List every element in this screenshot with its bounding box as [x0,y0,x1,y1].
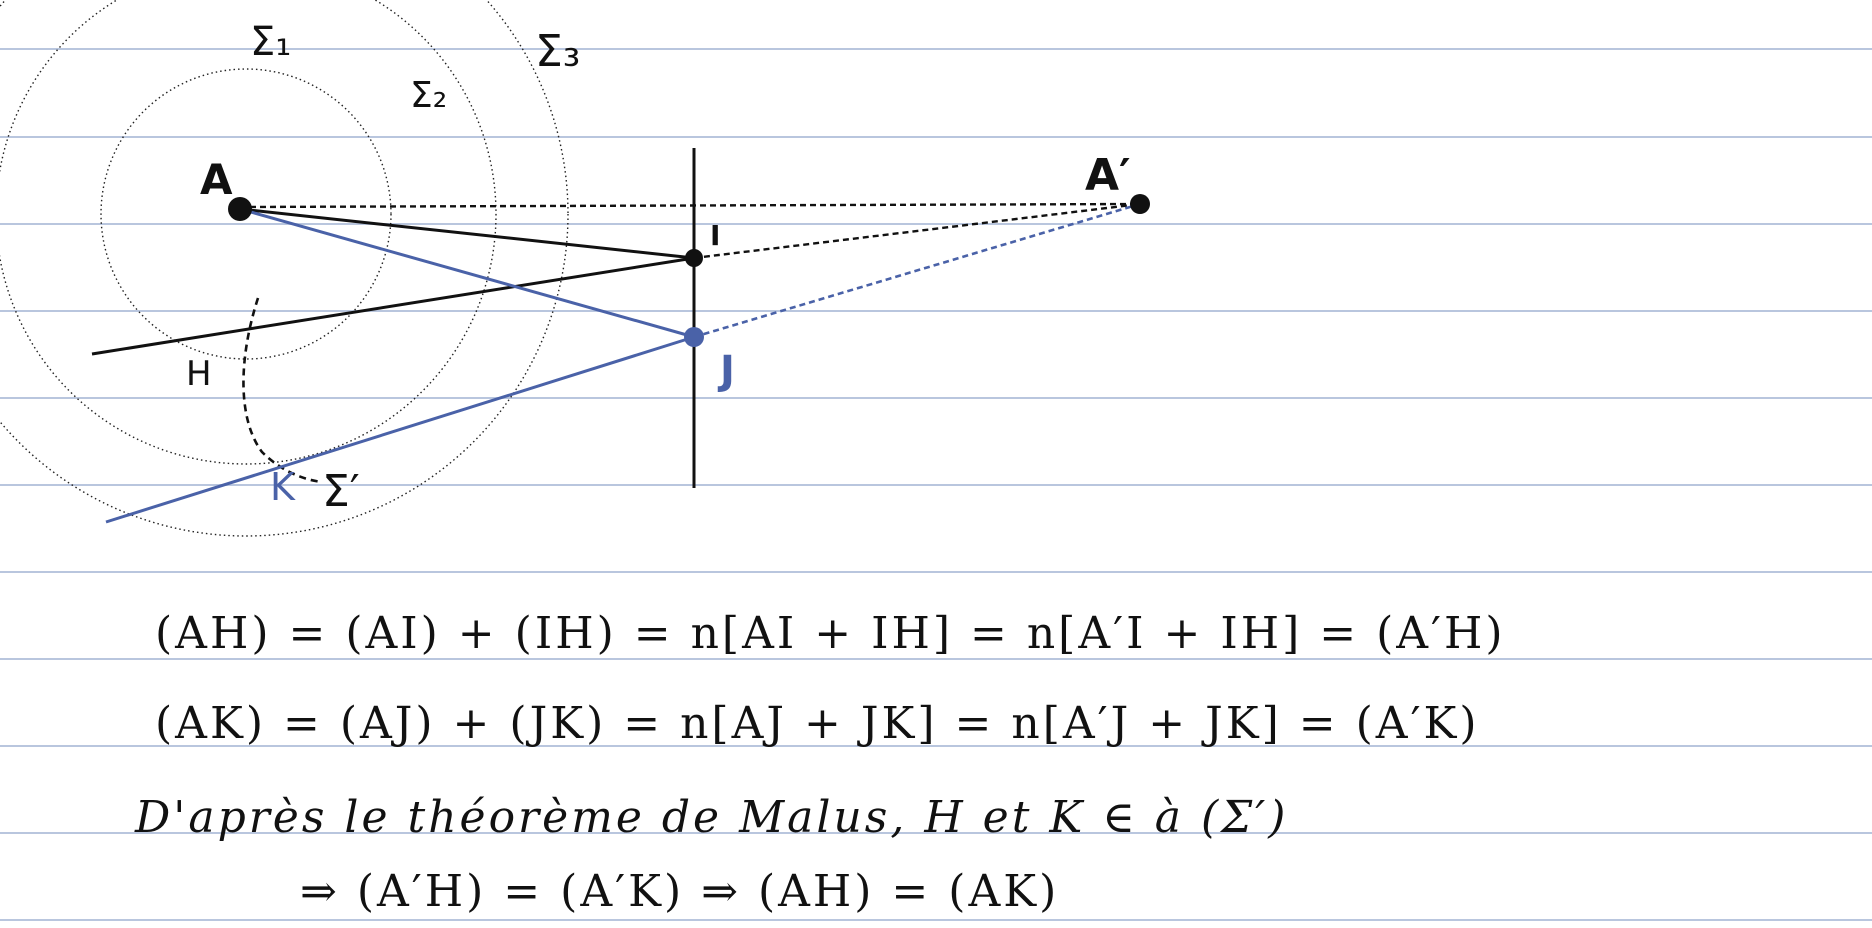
label-H: H [186,354,212,394]
label-I: I [710,219,720,252]
ray-J-K [105,335,695,524]
label-K: K [270,465,296,509]
virtual-ray-I-Aprime [693,202,1141,260]
ray-I-H [91,256,695,356]
ruled-lines [0,48,1872,921]
label-sigma2: Σ₂ [410,75,447,116]
label-sigma1: Σ₁ [250,19,291,65]
equation-line-2: (AK) = (AJ) + (JK) = n[AJ + JK] = n[A′J … [155,698,1480,749]
conclusion-line: ⇒ (A′H) = (A′K) ⇒ (AH) = (AK) [300,866,1059,917]
label-A-prime: A′ [1085,150,1131,201]
virtual-ray-J-Aprime [693,202,1141,339]
surface-sigma-prime [242,297,323,484]
ray-A-I [239,207,695,260]
axis-A-Aprime [239,202,1141,209]
wave-surfaces [0,0,569,537]
point-J [684,327,704,347]
surface-sigma2 [0,0,497,465]
surface-sigma1 [100,68,392,360]
label-A: A [200,155,233,204]
statement-malus: D'après le théorème de Malus, H et K ∈ à… [134,792,1288,843]
label-sigma3: Σ₃ [535,26,580,77]
label-sigma-prime: Σ′ [322,466,360,517]
label-J: J [717,348,735,394]
point-A-prime [1130,194,1150,214]
equation-line-1: (AH) = (AI) + (IH) = n[AI + IH] = n[A′I … [155,608,1506,659]
surface-sigma3 [0,0,569,537]
point-A [228,197,252,221]
point-I [685,249,703,267]
ray-A-J [239,207,695,339]
